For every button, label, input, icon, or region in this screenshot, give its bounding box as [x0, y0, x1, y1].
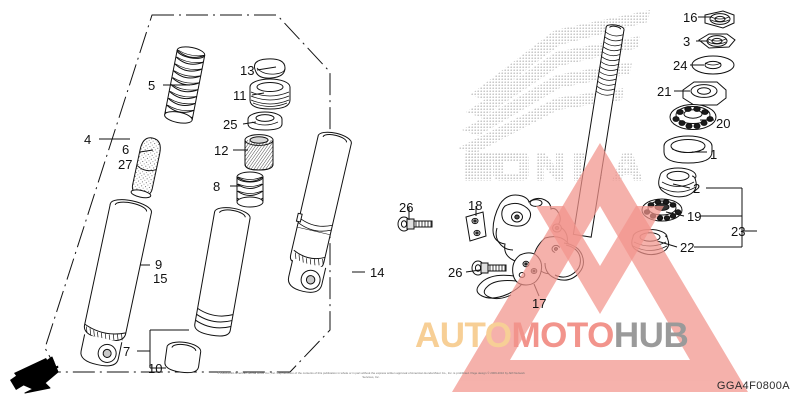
fork-assembly-part14 — [287, 131, 352, 293]
steering-bearing-part20 — [669, 104, 717, 130]
copyright-notice: © 2009-2010 American Honda Motor Co., In… — [217, 371, 525, 380]
mount-plate-part18 — [465, 211, 487, 242]
callout-number-10: 10 — [148, 361, 163, 376]
callout-number-7: 7 — [123, 344, 131, 359]
cable-guide-part17 — [476, 252, 543, 300]
callout-number-12: 12 — [214, 143, 229, 158]
callout-number-6: 6 — [122, 142, 130, 157]
front-direction-arrow — [10, 356, 59, 394]
adjusting-nut-part21 — [682, 81, 727, 106]
callout-number-1: 1 — [710, 147, 718, 162]
left-assembly-boundary — [44, 14, 331, 373]
callout-number-3: 3 — [683, 34, 691, 49]
callout-number-27: 27 — [118, 157, 133, 172]
bolt-part26-lower — [471, 260, 507, 276]
callout-number-26: 26 — [448, 265, 463, 280]
washer-part25 — [247, 111, 283, 131]
callout-number-22: 22 — [680, 240, 695, 255]
fork-collar-part11 — [249, 78, 291, 110]
callout-number-20: 20 — [716, 116, 731, 131]
callout-number-18: 18 — [468, 198, 483, 213]
callout-number-16: 16 — [683, 10, 698, 25]
callout-number-2: 2 — [693, 181, 701, 196]
callout-number-19: 19 — [687, 209, 702, 224]
callout-number-24: 24 — [673, 58, 688, 73]
callout-number-25: 25 — [223, 117, 238, 132]
callout-number-17: 17 — [532, 296, 547, 311]
callout-number-5: 5 — [148, 78, 156, 93]
fork-spring-part5 — [164, 46, 206, 124]
callout-number-26: 26 — [399, 200, 414, 215]
callout-number-11: 11 — [233, 88, 247, 103]
callout-number-4: 4 — [84, 132, 92, 147]
callout-number-13: 13 — [240, 63, 255, 78]
bottom-cone-race-part22 — [631, 229, 670, 256]
callout-number-21: 21 — [657, 84, 672, 99]
fork-cap-part13 — [253, 58, 286, 79]
oil-seal-part10 — [164, 341, 202, 374]
honda-wing-watermark — [458, 10, 650, 181]
upper-race-part1 — [663, 135, 713, 164]
washer-part24 — [691, 55, 735, 75]
callout-number-9: 9 — [155, 257, 163, 272]
bolt-part26-upper — [397, 216, 433, 232]
top-cone-race-part2 — [658, 167, 697, 198]
honda-wordmark-watermark — [464, 152, 643, 181]
callout-number-8: 8 — [213, 179, 221, 194]
lock-nut-part16 — [704, 10, 735, 29]
callout-number-15: 15 — [153, 271, 168, 286]
fork-slider-part9-15 — [80, 199, 152, 367]
diagram-code: GGA4F0800A — [716, 380, 790, 392]
bushing-part12 — [244, 134, 274, 171]
fork-spring-seat-part6-27 — [130, 137, 161, 199]
spring-part8 — [236, 171, 264, 208]
lock-washer-part3 — [698, 33, 736, 49]
callout-number-14: 14 — [370, 265, 385, 280]
lower-bearing-part19 — [641, 198, 683, 222]
callout-number-23: 23 — [731, 224, 746, 239]
fork-tube-center — [194, 207, 251, 337]
